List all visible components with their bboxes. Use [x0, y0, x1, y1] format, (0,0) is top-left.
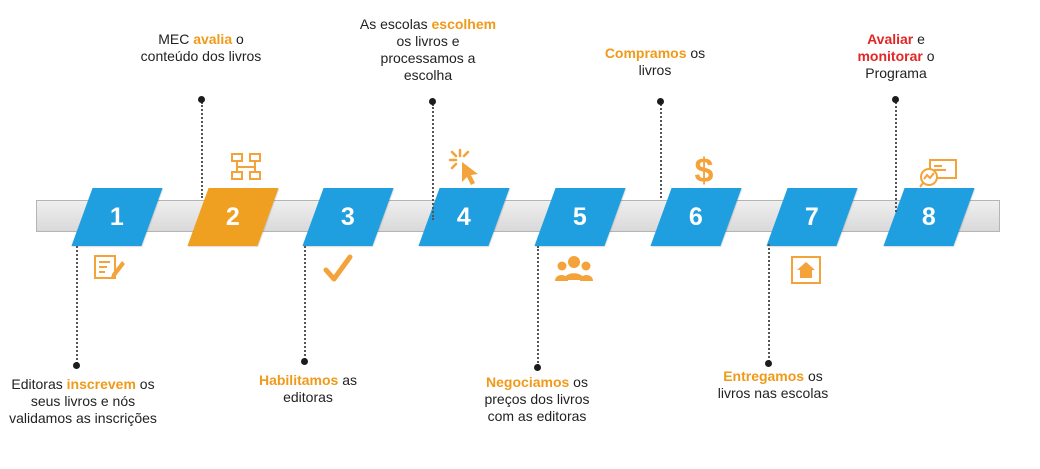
connector-line-4	[432, 104, 434, 220]
step-2-label: MEC avalia o conteúdo dos livros	[131, 31, 271, 65]
step-6-post: os livros	[638, 45, 706, 78]
network-diagram-icon	[231, 153, 261, 180]
connector-line-3	[304, 246, 306, 360]
step-3-post: as editoras	[283, 372, 358, 405]
step-3-label: Habilitamos as editoras	[248, 372, 368, 406]
step-1-number: 1	[110, 202, 124, 231]
step-6-number: 6	[689, 202, 703, 231]
step-8-shape: 8	[883, 188, 975, 246]
step-5-number: 5	[573, 202, 587, 231]
step-8-highlight-1: Avaliar	[867, 31, 914, 47]
step-8-highlight-2: monitorar	[857, 48, 923, 64]
step-7-shape: 7	[766, 188, 858, 246]
step-7-post: os livros nas escolas	[717, 368, 829, 401]
timeline-band	[36, 200, 1000, 232]
dollar-sign-icon: $	[695, 152, 714, 188]
step-7-number: 7	[805, 202, 819, 231]
house-icon	[791, 256, 821, 284]
step-3-number: 3	[341, 202, 355, 231]
step-1-shape: 1	[71, 188, 163, 246]
step-1-highlight: inscrevem	[66, 376, 136, 392]
connector-line-6	[660, 104, 662, 198]
step-4-pre: As escolas	[359, 16, 432, 32]
step-8-post: o Programa	[865, 48, 935, 81]
step-8-number: 8	[922, 202, 936, 231]
connector-dot-7	[765, 360, 772, 367]
connector-dot-5	[534, 364, 541, 371]
connector-line-2	[201, 102, 203, 198]
connector-line-8	[895, 102, 897, 212]
edit-document-icon	[94, 255, 125, 279]
step-2-pre: MEC	[158, 31, 194, 47]
step-5-highlight: Negociamos	[486, 374, 570, 390]
connector-dot-1	[73, 362, 80, 369]
connector-dot-3	[301, 358, 308, 365]
step-3-shape: 3	[302, 188, 394, 246]
step-6-label: Compramos os livros	[590, 45, 720, 79]
step-8-mid: e	[913, 31, 925, 47]
step-5-post: os preços dos livros com as editoras	[484, 374, 590, 424]
connector-dot-2	[198, 96, 205, 103]
connector-dot-6	[657, 98, 664, 105]
connector-line-7	[768, 244, 770, 362]
step-4-highlight: escolhem	[431, 16, 497, 32]
step-4-label: As escolas escolhem os livros e processa…	[358, 16, 498, 84]
connector-line-1	[76, 246, 78, 364]
pointer-click-icon	[448, 148, 478, 185]
step-7-label: Entregamos os livros nas escolas	[713, 368, 833, 402]
step-3-highlight: Habilitamos	[258, 372, 339, 388]
step-6-highlight: Compramos	[604, 45, 687, 61]
step-5-label: Negociamos os preços dos livros com as e…	[472, 374, 602, 425]
step-4-number: 4	[457, 202, 471, 231]
step-2-post: o conteúdo dos livros	[140, 31, 262, 64]
svg-text:$: $	[695, 152, 714, 188]
checkmark-icon	[323, 254, 353, 282]
step-1-pre: Editoras	[11, 376, 67, 392]
monitor-chart-icon	[919, 159, 957, 188]
step-4-post: os livros e processamos a escolha	[380, 33, 476, 83]
step-8-label: Avaliar e monitorar o Programa	[836, 31, 956, 82]
step-1-label: Editoras inscrevem os seus livros e nós …	[8, 376, 158, 427]
step-5-shape: 5	[534, 188, 626, 246]
connector-dot-4	[429, 98, 436, 105]
step-2-number: 2	[226, 202, 240, 231]
step-1-post: os seus livros e nós validamos as inscri…	[9, 376, 157, 426]
people-group-icon	[555, 256, 593, 281]
step-2-highlight: avalia	[193, 31, 233, 47]
step-6-shape: 6	[650, 188, 742, 246]
connector-dot-8	[892, 96, 899, 103]
connector-line-5	[537, 246, 539, 366]
step-7-highlight: Entregamos	[723, 368, 805, 384]
